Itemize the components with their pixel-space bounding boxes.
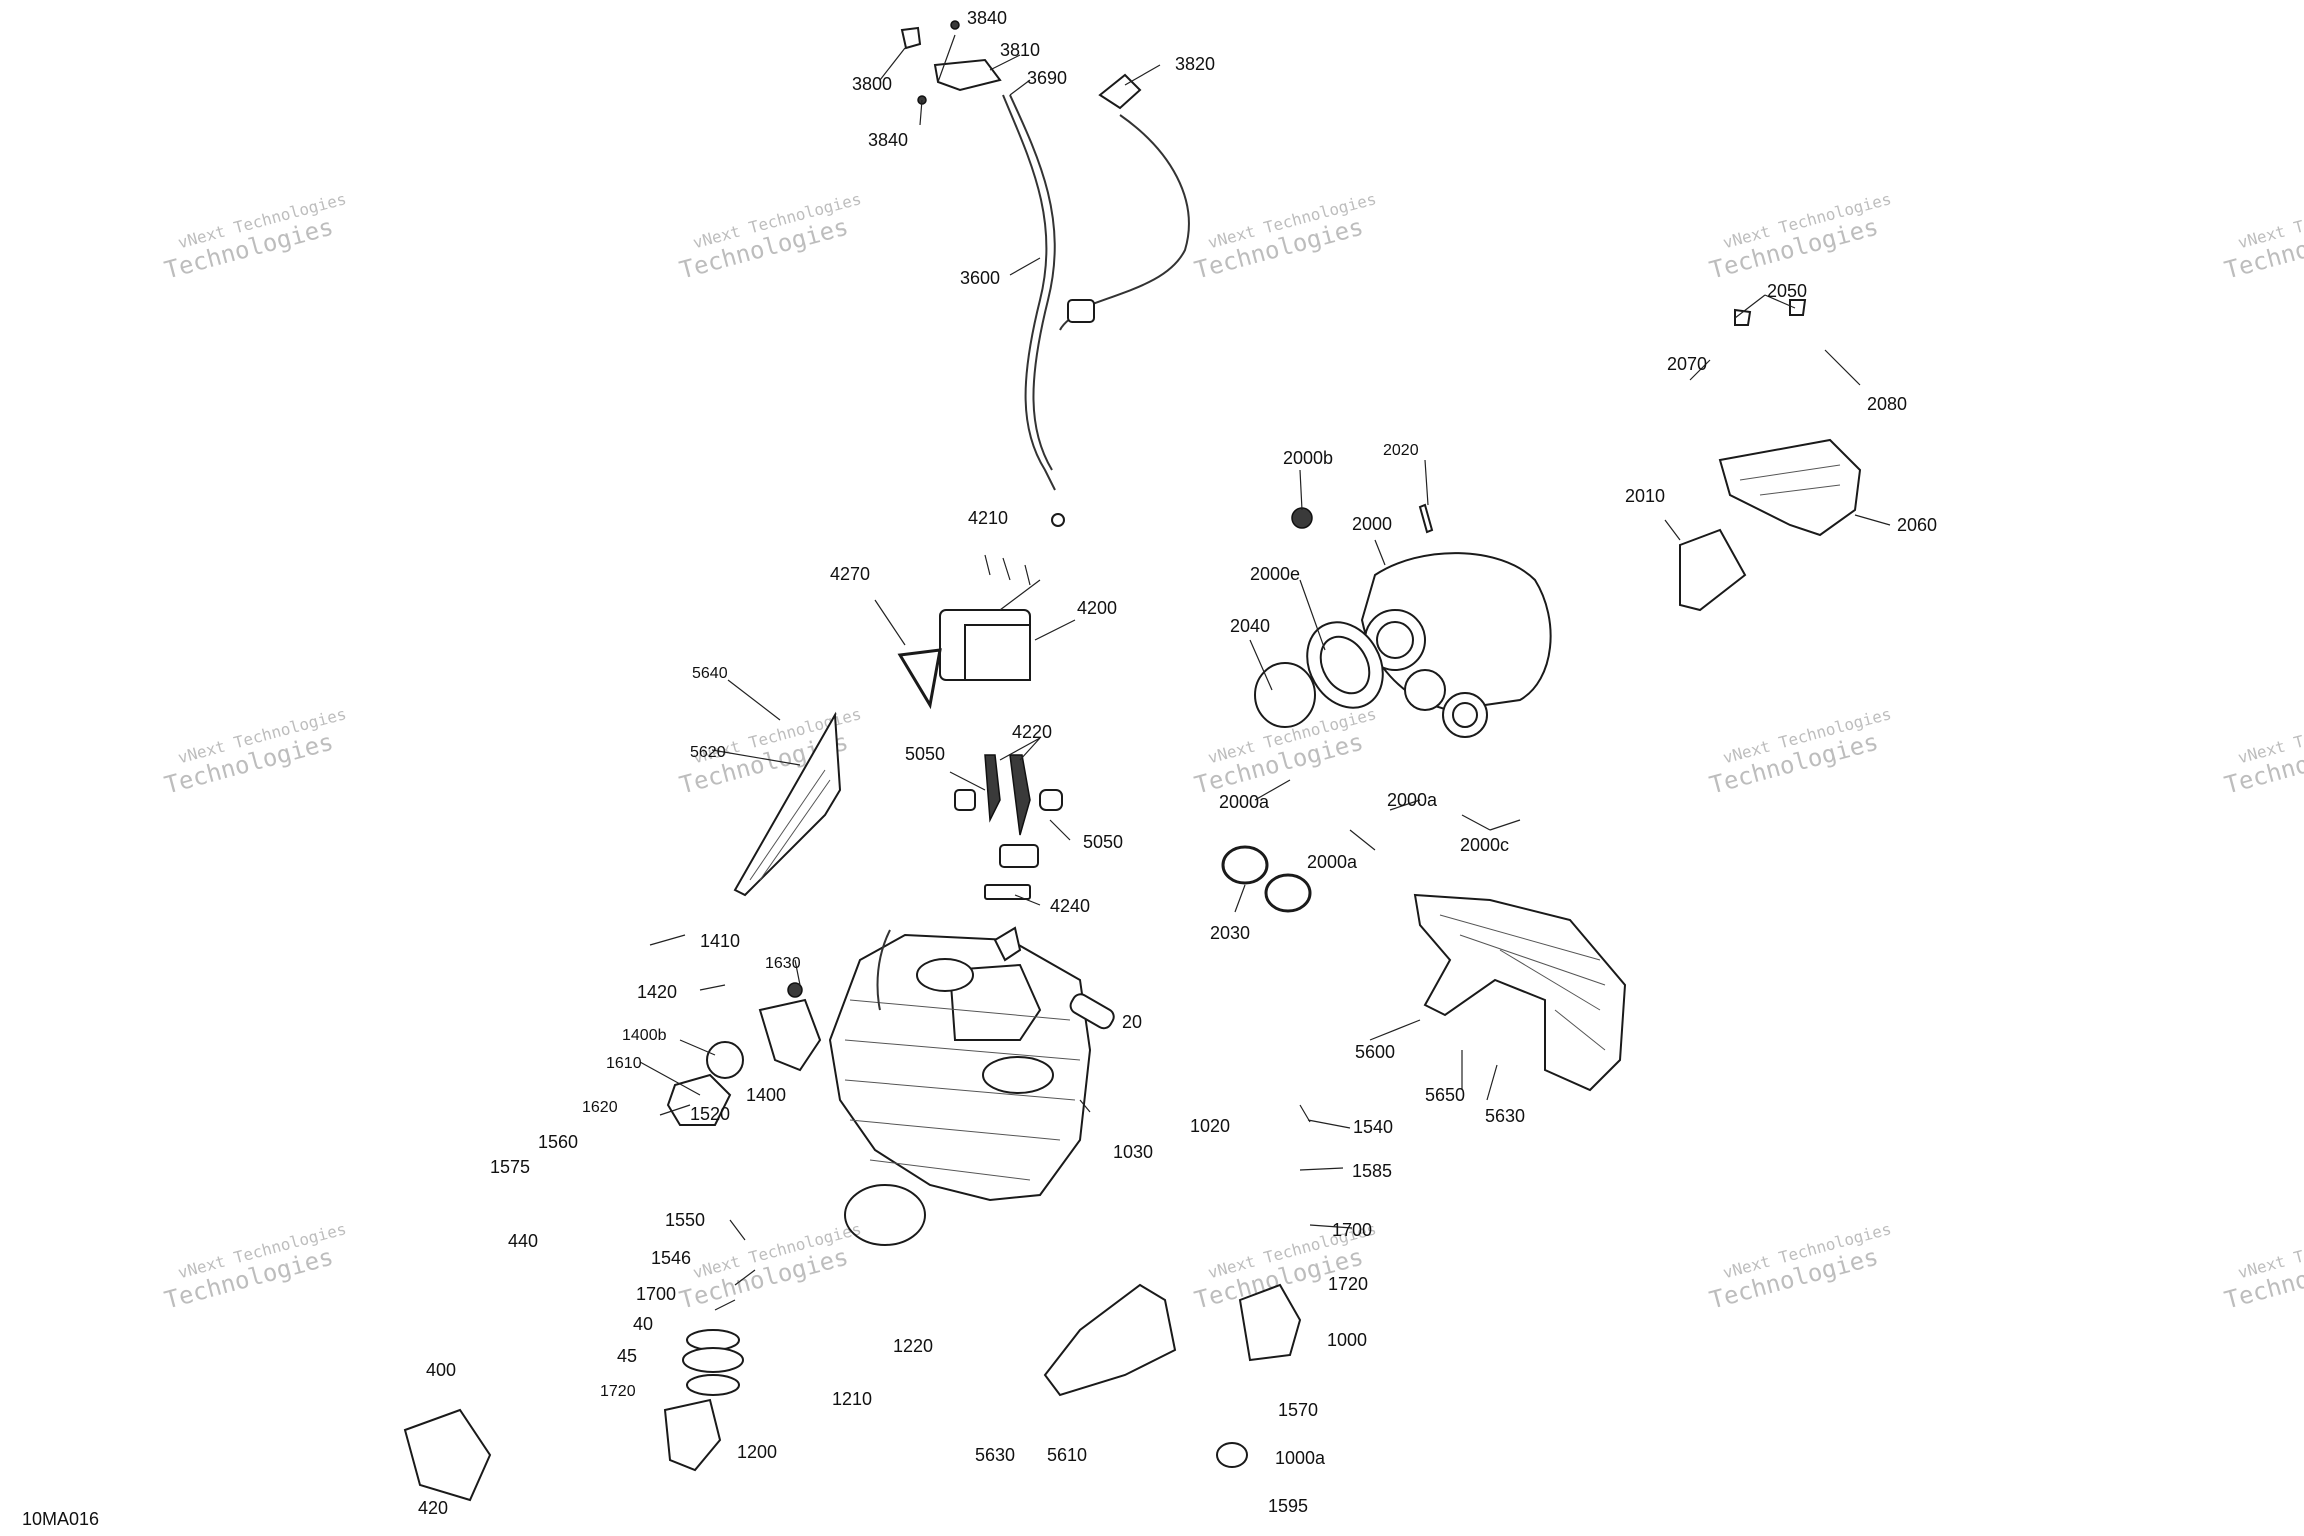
callout-2000c: 2000c (1460, 835, 1509, 855)
callout-2000e: 2000e (1250, 564, 1300, 584)
callout-1200: 1200 (737, 1442, 777, 1462)
callout-3690: 3690 (1027, 68, 1067, 88)
callout-1560: 1560 (538, 1132, 578, 1152)
callout-440: 440 (508, 1231, 538, 1251)
callout-1700: 1700 (636, 1284, 676, 1304)
callout-1000a: 1000a (1275, 1448, 1326, 1468)
callout-2000a-3: 2000a (1307, 852, 1358, 872)
diagram-code: 10MA016 (22, 1509, 99, 1529)
callout-5640: 5640 (692, 665, 728, 682)
callout-45: 45 (617, 1346, 637, 1366)
callout-4200: 4200 (1077, 598, 1117, 618)
callout-1575: 1575 (490, 1157, 530, 1177)
callout-20: 20 (1122, 1012, 1142, 1032)
callout-4220: 4220 (1012, 722, 1052, 742)
callout-2060: 2060 (1897, 515, 1937, 535)
callout-5620: 5620 (690, 744, 726, 761)
callout-2000a-2: 2000a (1387, 790, 1438, 810)
callout-labels: 3840 3810 3800 3840 3690 3820 3600 2050 … (22, 8, 1937, 1529)
callout-1420: 1420 (637, 982, 677, 1002)
callout-1570: 1570 (1278, 1400, 1318, 1420)
callout-2020: 2020 (1383, 442, 1419, 459)
callout-4240: 4240 (1050, 896, 1090, 916)
parts-artwork (403, 20, 1862, 1502)
callout-5610: 5610 (1047, 1445, 1087, 1465)
callout-4210: 4210 (968, 508, 1008, 528)
callout-1410: 1410 (700, 931, 740, 951)
callout-2030: 2030 (1210, 923, 1250, 943)
callout-1540: 1540 (1353, 1117, 1393, 1137)
callout-1020: 1020 (1190, 1116, 1230, 1136)
callout-5600: 5600 (1355, 1042, 1395, 1062)
callout-5050: 5050 (1083, 832, 1123, 852)
callout-1220: 1220 (893, 1336, 933, 1356)
callout-1610: 1610 (606, 1055, 642, 1072)
callout-3840: 3840 (868, 130, 908, 150)
callout-1000: 1000 (1327, 1330, 1367, 1350)
callout-5650: 5650 (1425, 1085, 1465, 1105)
callout-2000a-1: 2000a (1219, 792, 1270, 812)
callout-3810: 3810 (1000, 40, 1040, 60)
callout-40: 40 (633, 1314, 653, 1334)
callout-1620: 1620 (582, 1099, 618, 1116)
callout-1585: 1585 (1352, 1161, 1392, 1181)
callout-1720: 1720 (600, 1383, 636, 1400)
callout-1520: 1520 (690, 1104, 730, 1124)
callout-2050: 2050 (1767, 281, 1807, 301)
callout-3600: 3600 (960, 268, 1000, 288)
callout-420: 420 (418, 1498, 448, 1518)
callout-1546: 1546 (651, 1248, 691, 1268)
callout-1720: 1720 (1328, 1274, 1368, 1294)
callout-5630: 5630 (1485, 1106, 1525, 1126)
callout-1400: 1400 (746, 1085, 786, 1105)
callout-5630: 5630 (975, 1445, 1015, 1465)
callout-1595: 1595 (1268, 1496, 1308, 1516)
callout-3820: 3820 (1175, 54, 1215, 74)
callout-2080: 2080 (1867, 394, 1907, 414)
callout-2010: 2010 (1625, 486, 1665, 506)
callout-3800: 3800 (852, 74, 892, 94)
callout-1630: 1630 (765, 955, 801, 972)
callout-2000: 2000 (1352, 514, 1392, 534)
callout-4270: 4270 (830, 564, 870, 584)
callout-1700: 1700 (1332, 1220, 1372, 1240)
callout-5050: 5050 (905, 744, 945, 764)
callout-2000b: 2000b (1283, 448, 1333, 468)
callout-1400b: 1400b (622, 1027, 667, 1044)
callout-3840: 3840 (967, 8, 1007, 28)
callout-1030: 1030 (1113, 1142, 1153, 1162)
callout-400: 400 (426, 1360, 456, 1380)
leader-lines (639, 34, 1891, 1311)
callout-1210: 1210 (832, 1389, 872, 1409)
callout-1550: 1550 (665, 1210, 705, 1230)
callout-2070: 2070 (1667, 354, 1707, 374)
callout-2040: 2040 (1230, 616, 1270, 636)
